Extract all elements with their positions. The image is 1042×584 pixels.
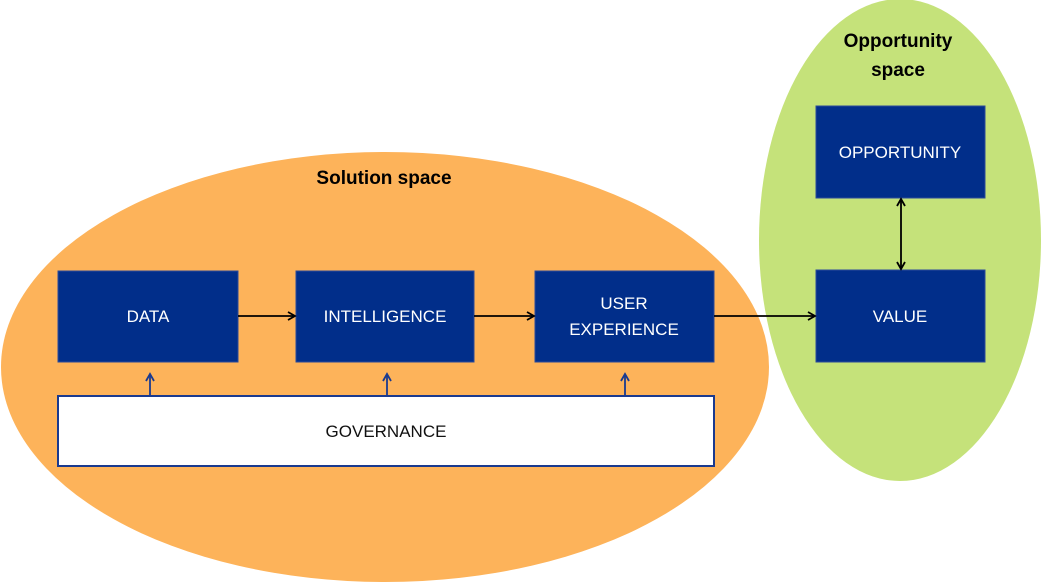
- user-experience-label-line1: USER: [600, 294, 647, 313]
- data-label: DATA: [127, 307, 170, 326]
- data-box: [57, 270, 239, 363]
- opportunity-space-title-line1: Opportunity: [844, 31, 953, 52]
- opportunity-label: OPPORTUNITY: [839, 143, 961, 162]
- solution-space-region: [1, 152, 769, 582]
- value-label: VALUE: [873, 307, 928, 326]
- opportunity-space-title-line2: space: [871, 60, 925, 81]
- governance-box: [57, 395, 715, 467]
- governance-label: GOVERNANCE: [326, 422, 447, 441]
- user-experience-label-line2: EXPERIENCE: [569, 320, 679, 339]
- value-node: VALUE: [815, 269, 986, 363]
- user-experience-node: USER EXPERIENCE: [534, 270, 715, 363]
- opportunity-node: OPPORTUNITY: [815, 105, 986, 199]
- data-node: DATA: [57, 270, 239, 363]
- user-experience-box: [534, 270, 715, 363]
- intelligence-label: INTELLIGENCE: [324, 307, 447, 326]
- solution-space-title: Solution space: [316, 168, 451, 189]
- intelligence-node: INTELLIGENCE: [295, 270, 475, 363]
- opportunity-box: [815, 105, 986, 199]
